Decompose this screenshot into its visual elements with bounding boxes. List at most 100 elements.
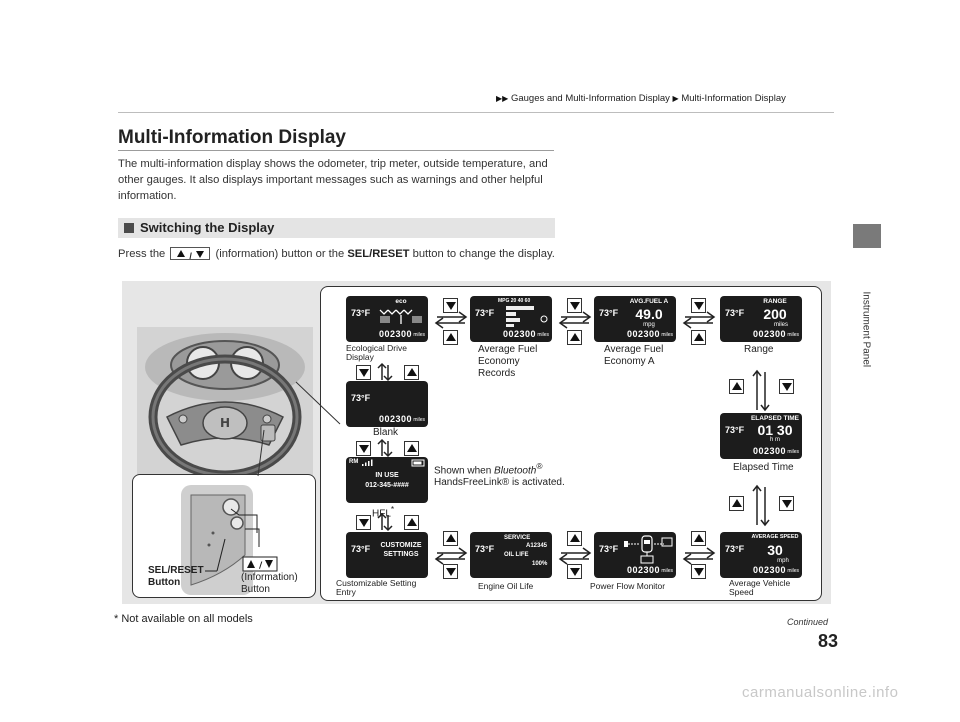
- screen-odometer: 002300: [626, 329, 660, 339]
- bluetooth-note-reg: ®: [536, 461, 543, 471]
- screen-oil-code: A12345: [526, 543, 548, 549]
- screen-elapsed-value: 01 30: [757, 422, 793, 438]
- screen-hfl-header: RM: [349, 459, 359, 465]
- press-sel-reset: SEL/RESET: [347, 248, 410, 260]
- screen-odometer: 002300: [378, 414, 412, 424]
- screen-temp: 73°F: [475, 308, 495, 318]
- breadcrumb-item-mid[interactable]: Multi-Information Display: [681, 93, 786, 104]
- screen-elapsed-units: h m: [769, 437, 780, 443]
- screen-unit: miles: [413, 332, 425, 338]
- screen-hfl-status: IN USE: [375, 472, 399, 479]
- svg-text:H: H: [220, 416, 230, 430]
- screen-temp: 73°F: [475, 544, 495, 554]
- up-button-icon: [729, 379, 744, 394]
- section-heading-text: Switching the Display: [140, 220, 275, 235]
- screen-power-flow: 73°F 002300 miles: [594, 532, 676, 578]
- bluetooth-note-brand: Bluetooth: [494, 465, 537, 477]
- screen-avg-a-unit: mpg: [643, 322, 655, 328]
- screen-speed-header: AVERAGE SPEED: [751, 534, 799, 540]
- screen-odometer: 002300: [502, 329, 536, 339]
- continued-label: Continued: [787, 617, 829, 627]
- down-button-icon: [443, 564, 458, 579]
- header-rule: [118, 112, 834, 113]
- label-eco-display: Ecological Drive Display: [346, 343, 407, 362]
- button-closeup: /: [132, 474, 316, 598]
- up-button-icon: [567, 330, 582, 345]
- signal-battery-icon: [362, 459, 425, 467]
- power-flow-icon: [624, 535, 673, 564]
- up-button-icon: [443, 531, 458, 546]
- screen-avg-a-header: AVG.FUEL A: [629, 298, 669, 305]
- up-button-icon: [691, 531, 706, 546]
- screen-oil-percent: 100%: [532, 561, 548, 567]
- fuel-records-bars-icon: [506, 306, 548, 327]
- screen-temp: 73°F: [725, 425, 745, 435]
- screen-unit: miles: [661, 568, 673, 574]
- up-button-icon: [404, 441, 419, 456]
- down-button-icon: [691, 298, 706, 313]
- label-range: Range: [744, 344, 774, 355]
- screen-unit: miles: [661, 332, 673, 338]
- press-instructions: Press the / (information) button or the …: [118, 246, 558, 262]
- screen-temp: 73°F: [725, 308, 745, 318]
- eco-bars-icon: [379, 309, 422, 324]
- section-square-icon: [124, 223, 134, 233]
- up-button-icon: [567, 531, 582, 546]
- screen-odometer: 002300: [752, 446, 786, 456]
- label-hfl-star: *: [390, 504, 395, 514]
- bluetooth-note-line2: HandsFreeLink® is activated.: [434, 477, 565, 489]
- down-button-icon: [779, 379, 794, 394]
- screen-temp: 73°F: [351, 393, 371, 403]
- screen-oil-service: SERVICE: [504, 535, 531, 541]
- page-title: Multi-Information Display: [118, 127, 346, 148]
- section-heading: Switching the Display: [118, 218, 555, 238]
- screen-hfl-number: 012-345-####: [365, 482, 409, 489]
- label-blank: Blank: [373, 427, 399, 438]
- screen-blank: 73°F 002300 miles: [346, 381, 428, 427]
- up-button-icon: [443, 330, 458, 345]
- screen-avg-fuel-a: AVG.FUEL A 49.0 mpg 73°F 002300 miles: [594, 296, 676, 342]
- screen-temp: 73°F: [725, 544, 745, 554]
- screen-oil-life: SERVICE A12345 OIL LIFE 100% 73°F: [470, 532, 552, 578]
- press-after: button to change the display.: [412, 248, 555, 260]
- screen-range: RANGE 200 miles 73°F 002300 miles: [720, 296, 802, 342]
- up-button-icon: [404, 365, 419, 380]
- steering-button-closeup-icon: /: [181, 485, 278, 595]
- screen-customize: CUSTOMIZE SETTINGS 73°F: [346, 532, 428, 578]
- label-elapsed-time: Elapsed Time: [733, 462, 794, 473]
- label-fuel-records: Average Fuel Economy Records: [478, 344, 538, 379]
- label-oil-life: Engine Oil Life: [478, 581, 534, 591]
- down-button-icon: [356, 515, 371, 530]
- info-button-label: (Information) Button: [241, 572, 298, 595]
- steering-wheel-illustration: H: [137, 327, 313, 479]
- screen-unit: miles: [787, 449, 799, 455]
- screen-unit: miles: [537, 332, 549, 338]
- screen-temp: 73°F: [599, 544, 619, 554]
- down-button-icon: [443, 298, 458, 313]
- screen-range-header: RANGE: [763, 298, 787, 305]
- down-button-icon: [779, 496, 794, 511]
- screen-elapsed-header: ELAPSED TIME: [750, 415, 800, 422]
- label-power-flow: Power Flow Monitor: [590, 581, 666, 591]
- down-button-icon: [691, 564, 706, 579]
- label-bluetooth-note: Shown when Bluetooth® HandsFreeLink® is …: [434, 460, 594, 489]
- screen-odometer: 002300: [752, 565, 786, 575]
- breadcrumb: ▶▶ Gauges and Multi-Information Display …: [496, 93, 786, 104]
- up-button-icon: [729, 496, 744, 511]
- down-button-icon: [567, 564, 582, 579]
- breadcrumb-item-gauges[interactable]: Gauges and Multi-Information Display: [510, 93, 670, 104]
- label-fuel-a: Average Fuel Economy A: [604, 344, 664, 367]
- breadcrumb-arrow-icon: ▶▶: [496, 94, 509, 103]
- title-rule: [118, 150, 554, 151]
- sel-reset-label: SEL/RESET Button: [148, 565, 204, 588]
- press-middle: (information) button or the: [215, 248, 345, 260]
- section-tab-marker: [853, 224, 881, 248]
- down-button-icon: [567, 298, 582, 313]
- info-button-icon: /: [170, 246, 211, 261]
- screen-unit: miles: [787, 568, 799, 574]
- screen-speed-unit: mph: [777, 558, 789, 564]
- screen-temp: 73°F: [599, 308, 619, 318]
- bluetooth-note-pre: Shown when: [434, 465, 495, 477]
- screen-records-header: MPG 20 40 60: [498, 298, 531, 304]
- screen-temp: 73°F: [351, 308, 371, 318]
